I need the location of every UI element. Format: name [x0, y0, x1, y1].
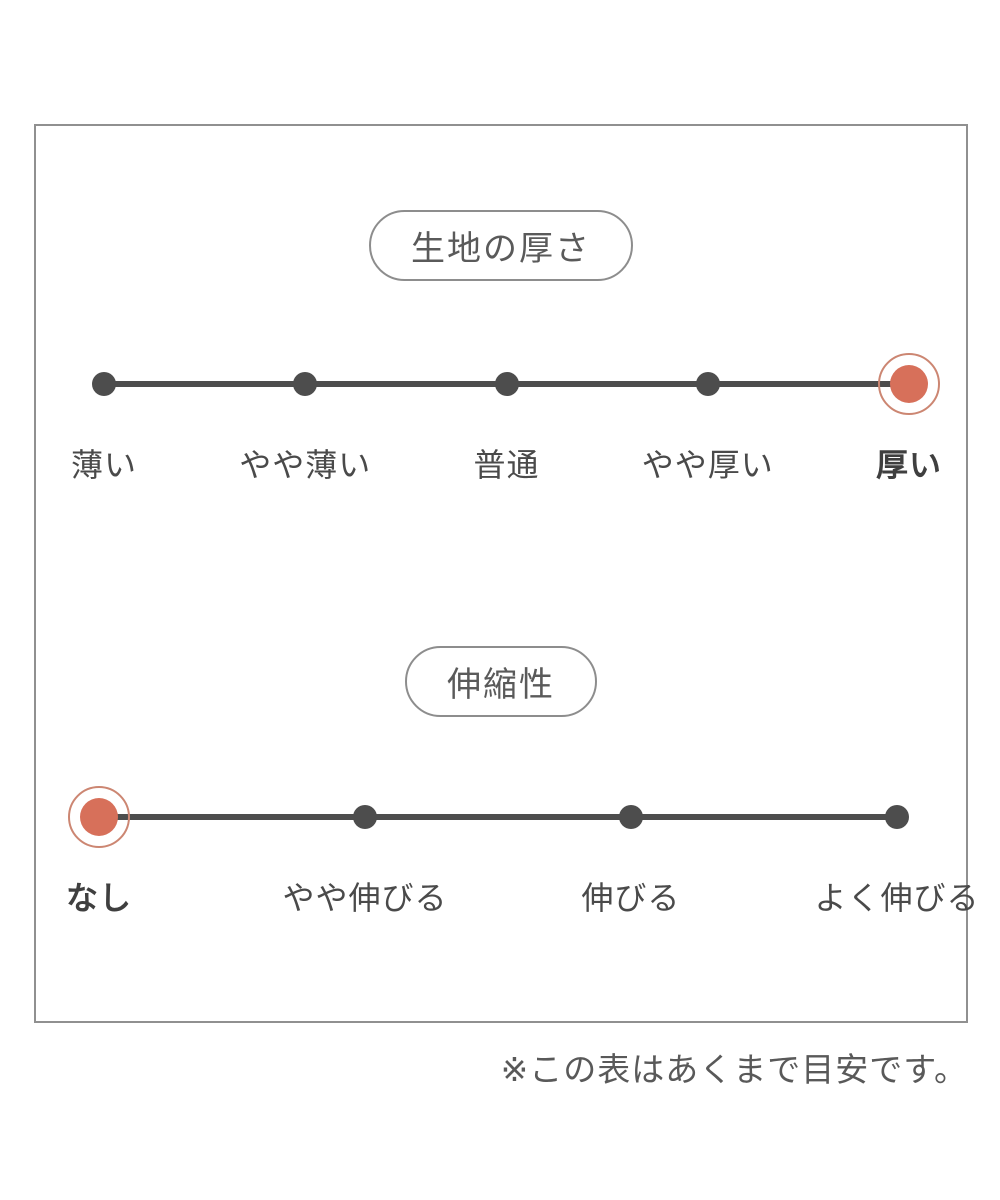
thickness-title: 生地の厚さ	[411, 230, 591, 268]
tick-label: 薄い	[70, 447, 138, 483]
chart-frame: 生地の厚さ 薄い やや薄い 普通 やや厚い 厚い 伸縮性	[34, 124, 979, 1023]
tick-label: やや伸びる	[282, 880, 448, 916]
scale-dot	[885, 805, 909, 829]
stretch-title: 伸縮性	[447, 666, 555, 704]
tick-label-selected: なし	[65, 880, 133, 916]
scale-dot	[494, 372, 519, 396]
thickness-title-pill: 生地の厚さ	[369, 210, 633, 281]
tick-label-selected: 厚い	[875, 447, 943, 483]
selected-dot-ring	[68, 786, 130, 848]
selected-dot-marker	[878, 353, 940, 415]
stretch-scale-line	[99, 814, 897, 820]
scale-dot	[618, 805, 643, 829]
tick-label: やや薄い	[239, 447, 372, 483]
scale-dot	[293, 372, 318, 396]
scale-dot	[92, 372, 116, 396]
scale-dot	[695, 372, 720, 396]
tick-label: よく伸びる	[814, 880, 980, 916]
tick-label: 伸びる	[581, 880, 681, 916]
selected-dot-marker	[68, 786, 130, 848]
scale-dot	[352, 805, 377, 829]
selected-dot-ring	[878, 353, 940, 415]
footnote: ※この表はあくまで目安です。	[500, 1051, 968, 1088]
tick-label: 普通	[473, 447, 540, 483]
stretch-title-pill: 伸縮性	[405, 646, 597, 717]
tick-label: やや厚い	[641, 447, 774, 483]
